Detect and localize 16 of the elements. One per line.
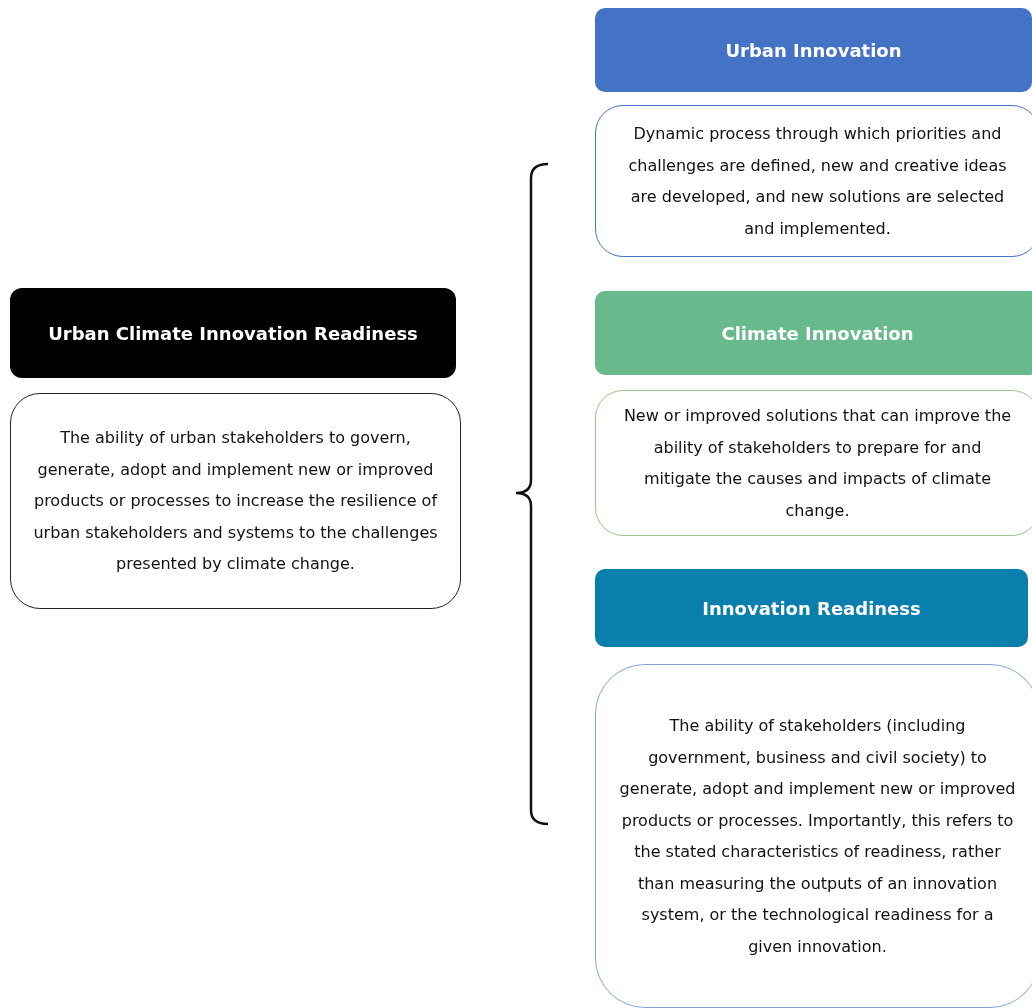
definition-text: New or improved solutions that can improve the ability of stakeholders to prepare for and mitigate the causes and impacts of climate change. [622, 405, 1013, 522]
definition-box [595, 664, 1032, 1008]
definition-text: The ability of urban stakeholders to govern, generate, adopt and implement new or improved products or processes to increase the resilience of urban stakeholders and systems to the challenges presented by climate change. [33, 427, 438, 576]
definition-text: Dynamic process through which priorities and challenges are defined, new and creative ideas are developed, and new solutions are selected and implemented. [627, 123, 1008, 240]
heading-text: Innovation Readiness [702, 597, 921, 619]
heading-text: Climate Innovation [721, 322, 914, 344]
definition-box [595, 390, 1032, 536]
heading-text: Urban Climate Innovation Readiness [48, 322, 418, 344]
heading-box [595, 8, 1032, 92]
definition-text: The ability of stakeholders (including government, business and civil society) to generate, adopt and implement new or improved products or processes. Importantly, this refers to the stated characteristics of readiness, rather than measuring the outputs of an innovation system, or the technological readiness for a given innovation. [618, 715, 1017, 958]
heading-text: Urban Innovation [725, 39, 902, 61]
heading-box [595, 569, 1028, 647]
heading-box [10, 288, 456, 378]
definition-box [595, 105, 1032, 257]
definition-box [10, 393, 461, 609]
heading-box [595, 291, 1032, 375]
